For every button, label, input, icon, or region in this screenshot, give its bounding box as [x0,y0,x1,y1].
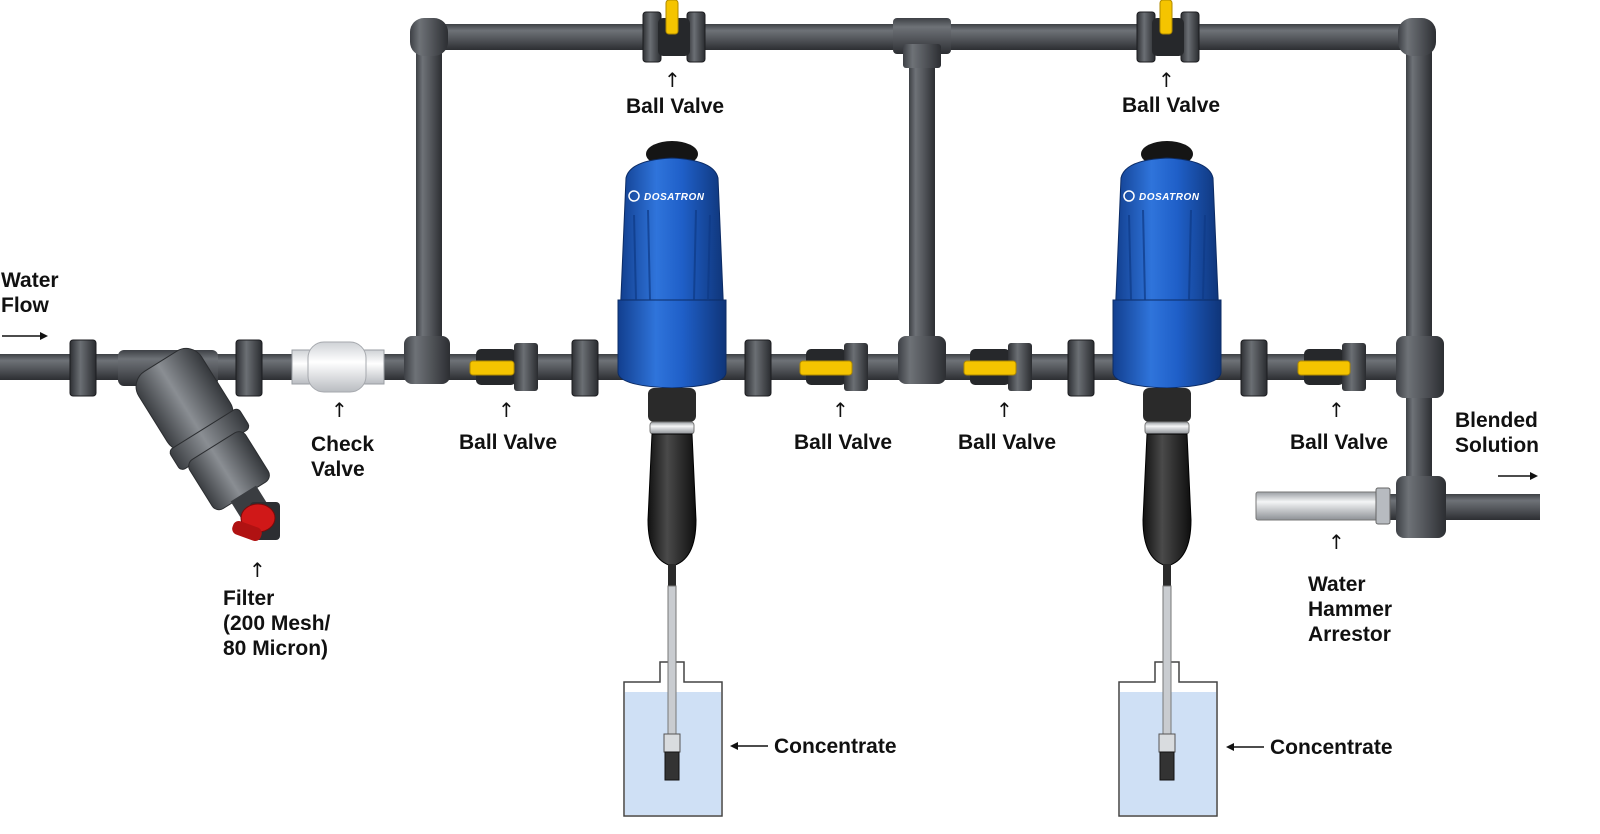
dosatron-injector-2: DOSATRON [1112,141,1222,588]
up-arrow-check: ↑ [331,398,348,422]
filter-drain-valve [232,502,280,542]
concentrate-container-2 [1118,585,1218,817]
concentrate-container-1 [623,585,723,817]
ball-valve-bottom-3 [963,343,1032,391]
ball-valve-bottom-2 [799,343,868,391]
up-arrow-ball-4: ↑ [1328,398,1345,422]
brand-label-2: DOSATRON [1139,192,1200,203]
water-hammer-arrestor [1255,487,1391,525]
riser-middle [909,36,935,376]
label-ball-valve-top-2: Ball Valve [1122,94,1221,117]
label-ball-valve-top-1: Ball Valve [626,95,725,118]
tee-outlet [1396,476,1446,538]
label-blended-solution: Blended Solution [1455,409,1539,457]
up-arrow-arrestor: ↑ [1328,530,1345,554]
ball-valve-bottom-4 [1297,343,1366,391]
label-water-flow: Water Flow [1,269,59,317]
up-arrow-ball-3: ↑ [996,398,1013,422]
union-fittings [69,11,1268,397]
label-ball-valve-3: Ball Valve [958,431,1057,454]
label-water-hammer-arrestor: Water Hammer Arrestor [1308,573,1393,646]
tee-main-left [404,336,450,384]
label-concentrate-1: Concentrate [774,735,897,758]
up-arrow-filter: ↑ [249,558,266,582]
y-filter [118,347,280,542]
elbow-top-left [410,18,448,56]
tee-main-right [1396,336,1444,398]
elbow-top-right [1398,18,1436,56]
check-valve [291,341,385,393]
label-ball-valve-4: Ball Valve [1290,431,1389,454]
ball-valve-bottom-1 [469,343,538,391]
riser-left [416,36,442,376]
up-arrow-ball-2: ↑ [832,398,849,422]
up-arrow-ball-1: ↑ [498,398,515,422]
tee-top-middle-neck [903,44,941,68]
pointer-arrows [2,332,1538,751]
label-concentrate-2: Concentrate [1270,736,1393,759]
brand-label-1: DOSATRON [644,192,705,203]
label-check-valve: Check Valve [311,433,375,481]
dosatron-injector-1: DOSATRON [617,141,727,588]
up-arrow-ball-top-1: ↑ [664,68,681,92]
tee-main-middle [898,336,946,384]
label-ball-valve-1: Ball Valve [459,431,558,454]
label-filter: Filter (200 Mesh/ 80 Micron) [223,587,331,660]
label-ball-valve-2: Ball Valve [794,431,893,454]
riser-right [1406,36,1432,506]
up-arrow-ball-top-2: ↑ [1158,68,1175,92]
ball-valve-top-2 [1152,0,1184,56]
ball-valve-top-1 [658,0,690,56]
